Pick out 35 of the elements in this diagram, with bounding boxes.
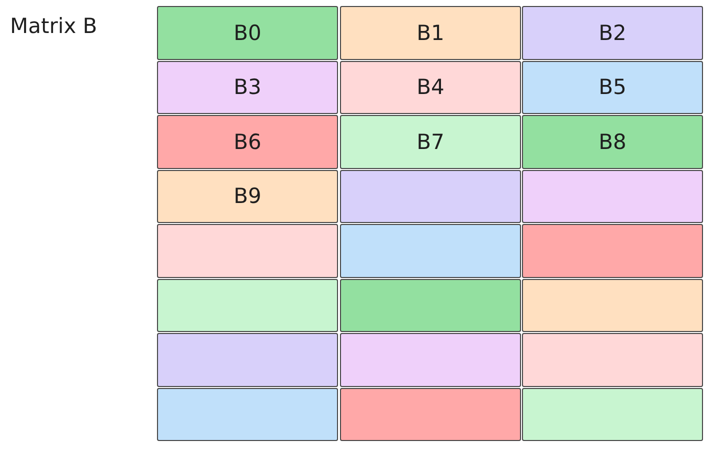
matrix-cell [522, 388, 703, 441]
matrix-cell [522, 60, 703, 114]
cell-label: B5 [598, 75, 626, 100]
cell-label: B6 [234, 130, 262, 154]
matrix-cell [340, 224, 521, 278]
matrix-cell [522, 278, 703, 332]
matrix-cell [522, 6, 703, 60]
matrix-cell [157, 60, 338, 114]
cell-label: B2 [598, 20, 626, 45]
matrix-cell [522, 115, 703, 168]
matrix-cell [157, 278, 338, 332]
matrix-cell [157, 333, 338, 386]
cell-label: B3 [234, 75, 262, 100]
matrix-cell [340, 333, 521, 386]
matrix-cell [157, 115, 338, 168]
matrix-cell [340, 278, 521, 332]
matrix-title: Matrix B [10, 14, 98, 38]
matrix-cell [522, 224, 703, 278]
matrix-cell [340, 170, 521, 223]
matrix-cell [340, 6, 521, 60]
matrix-cell [522, 333, 703, 386]
matrix-cell [157, 6, 338, 60]
cell-label: B8 [598, 130, 626, 154]
matrix-cell [522, 170, 703, 223]
matrix-cell [157, 170, 338, 223]
matrix-cell [340, 60, 521, 114]
matrix-cell [157, 224, 338, 278]
cell-label: B0 [234, 20, 262, 45]
cell-label: B7 [416, 130, 444, 154]
matrix-cell [157, 388, 338, 441]
matrix-cell [340, 115, 521, 168]
cell-label: B4 [416, 75, 444, 100]
cell-label: B1 [416, 20, 444, 45]
cell-label: B9 [234, 184, 262, 208]
matrix-cell [340, 388, 521, 441]
